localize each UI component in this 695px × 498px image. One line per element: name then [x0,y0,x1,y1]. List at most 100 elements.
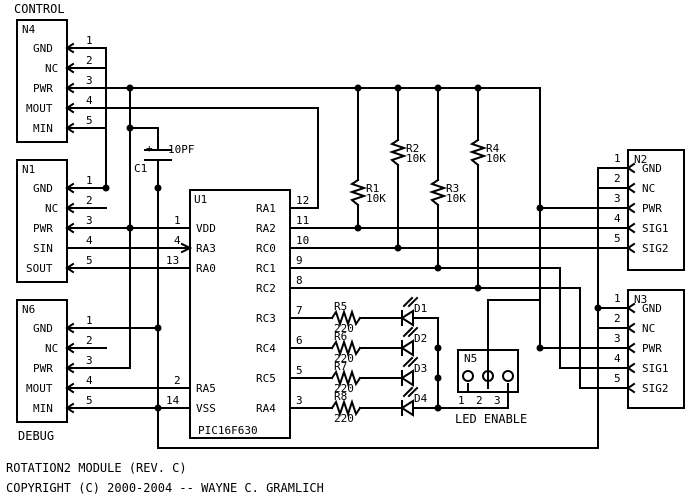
chip-num-11: 11 [296,214,309,227]
n3-num-2: 2 [614,312,621,325]
chip-pin-ra4: RA4 [256,402,276,415]
wiring [66,47,629,449]
chip-pin-rc2: RC2 [256,282,276,295]
capacitor-ref: C1 [134,162,147,175]
chip-num-14: 14 [166,394,180,407]
n1-num-2: 2 [86,194,93,207]
connector-n4: CONTROL N4 GND NC PWR MOUT MIN 1 2 3 4 5 [14,2,107,143]
led-d1-symbol [400,309,414,327]
n4-pin-min: MIN [33,122,53,135]
chip-pin-ra1: RA1 [256,202,276,215]
resistor-r1 [348,178,368,207]
chip-num-7: 7 [296,304,303,317]
connector-n6-ref: N6 [22,303,35,316]
capacitor-value: 10PF [168,143,195,156]
connector-n4-title: CONTROL [14,2,65,16]
chip-num-9: 9 [296,254,303,267]
r6-value: 220 [334,352,354,365]
junction-19 [434,344,442,352]
r3-value: 10K [446,192,466,205]
led-d1-ref: D1 [414,302,427,315]
chip-u1: U1 PIC16F630 VDD RA3 RA0 RA5 VSS 1 4 13 … [166,189,309,439]
r3-ref: R3 [446,182,459,195]
wire-led-common [413,317,439,409]
n2-pin-arrows [626,162,636,254]
junction-7 [154,404,162,412]
connector-n5: N5 1 2 3 LED ENABLE [455,349,527,426]
n1-num-1: 1 [86,174,93,187]
n3-pin-nc: NC [642,322,655,335]
led-d3-symbol [400,369,414,387]
n4-pin-gnd: GND [33,42,53,55]
n4-num-2: 2 [86,54,93,67]
leds: D1 D2 D3 D4 [400,296,428,417]
n2-pin-gnd: GND [642,162,662,175]
pullup-resistors: R1 10K R2 10K R3 10K R4 10K [348,138,506,207]
connector-n6: N6 GND NC PWR MOUT MIN 1 2 3 4 5 DEBUG [16,299,191,443]
resistor-r4 [468,138,488,167]
n2-pin-sig1: SIG1 [642,222,669,235]
connector-n2-ref: N2 [634,153,647,166]
junction-18 [594,304,602,312]
connector-n5-ref: N5 [464,352,477,365]
connector-n5-body [457,349,519,393]
connector-n1: N1 GND NC PWR SIN SOUT 1 2 3 4 5 [16,159,193,283]
chip-pin-ra5: RA5 [196,382,216,395]
r8-ref: R8 [334,390,347,403]
r6-ref: R6 [334,330,347,343]
n5-num-2: 2 [476,394,483,407]
junction-3 [126,124,134,132]
junction-16 [536,204,544,212]
n1-pin-nc: NC [45,202,58,215]
r2-ref: R2 [406,142,419,155]
resistor-r7 [330,368,362,388]
n6-pin-leads [66,327,191,409]
r4-value: 10K [486,152,506,165]
led-d3-ref: D3 [414,362,427,375]
connector-n2-body [627,149,685,271]
n6-num-1: 1 [86,314,93,327]
connector-n6-body [16,299,68,423]
r1-value: 10K [366,192,386,205]
junctions [102,84,602,412]
wire-gnd-bus [157,159,629,449]
chip-pin-ra2: RA2 [256,222,276,235]
chip-pin-rc5: RC5 [256,372,276,385]
n4-num-5: 5 [86,114,93,127]
n4-num-4: 4 [86,94,93,107]
chip-num-10: 10 [296,234,309,247]
n6-pin-mout: MOUT [26,382,53,395]
n6-num-5: 5 [86,394,93,407]
n1-pin-arrows [65,182,193,274]
junction-4 [126,224,134,232]
n3-pin-pwr: PWR [642,342,662,355]
led-d4: D4 [400,386,428,417]
junction-12 [354,224,362,232]
n3-pin-sig2: SIG2 [642,382,669,395]
resistor-r8 [330,398,362,418]
led-resistors: R5 220 R6 220 R7 220 R8 220 [330,300,362,425]
led-d4-symbol [400,399,414,417]
n6-pin-pwr: PWR [33,362,53,375]
connector-n4-ref: N4 [22,23,36,36]
n4-num-1: 1 [86,34,93,47]
n1-pin-gnd: GND [33,182,53,195]
connector-n3-ref: N3 [634,293,647,306]
n1-num-3: 3 [86,214,93,227]
led-d3: D3 [400,356,427,387]
wire-led-resistors [289,317,403,409]
capacitor-plus: + [146,142,153,155]
chip-num-13: 13 [166,254,179,267]
connector-n5-label: LED ENABLE [455,412,527,426]
resistor-r3 [428,178,448,207]
junction-14 [434,264,442,272]
junction-5 [154,184,162,192]
junction-15 [474,284,482,292]
wire-rc2-n3sig2 [289,287,629,389]
chip-num-8: 8 [296,274,303,287]
led-d2: D2 [400,326,427,357]
led-d1: D1 [400,296,427,327]
n3-num-5: 5 [614,372,621,385]
r7-ref: R7 [334,360,347,373]
n4-num-3: 3 [86,74,93,87]
